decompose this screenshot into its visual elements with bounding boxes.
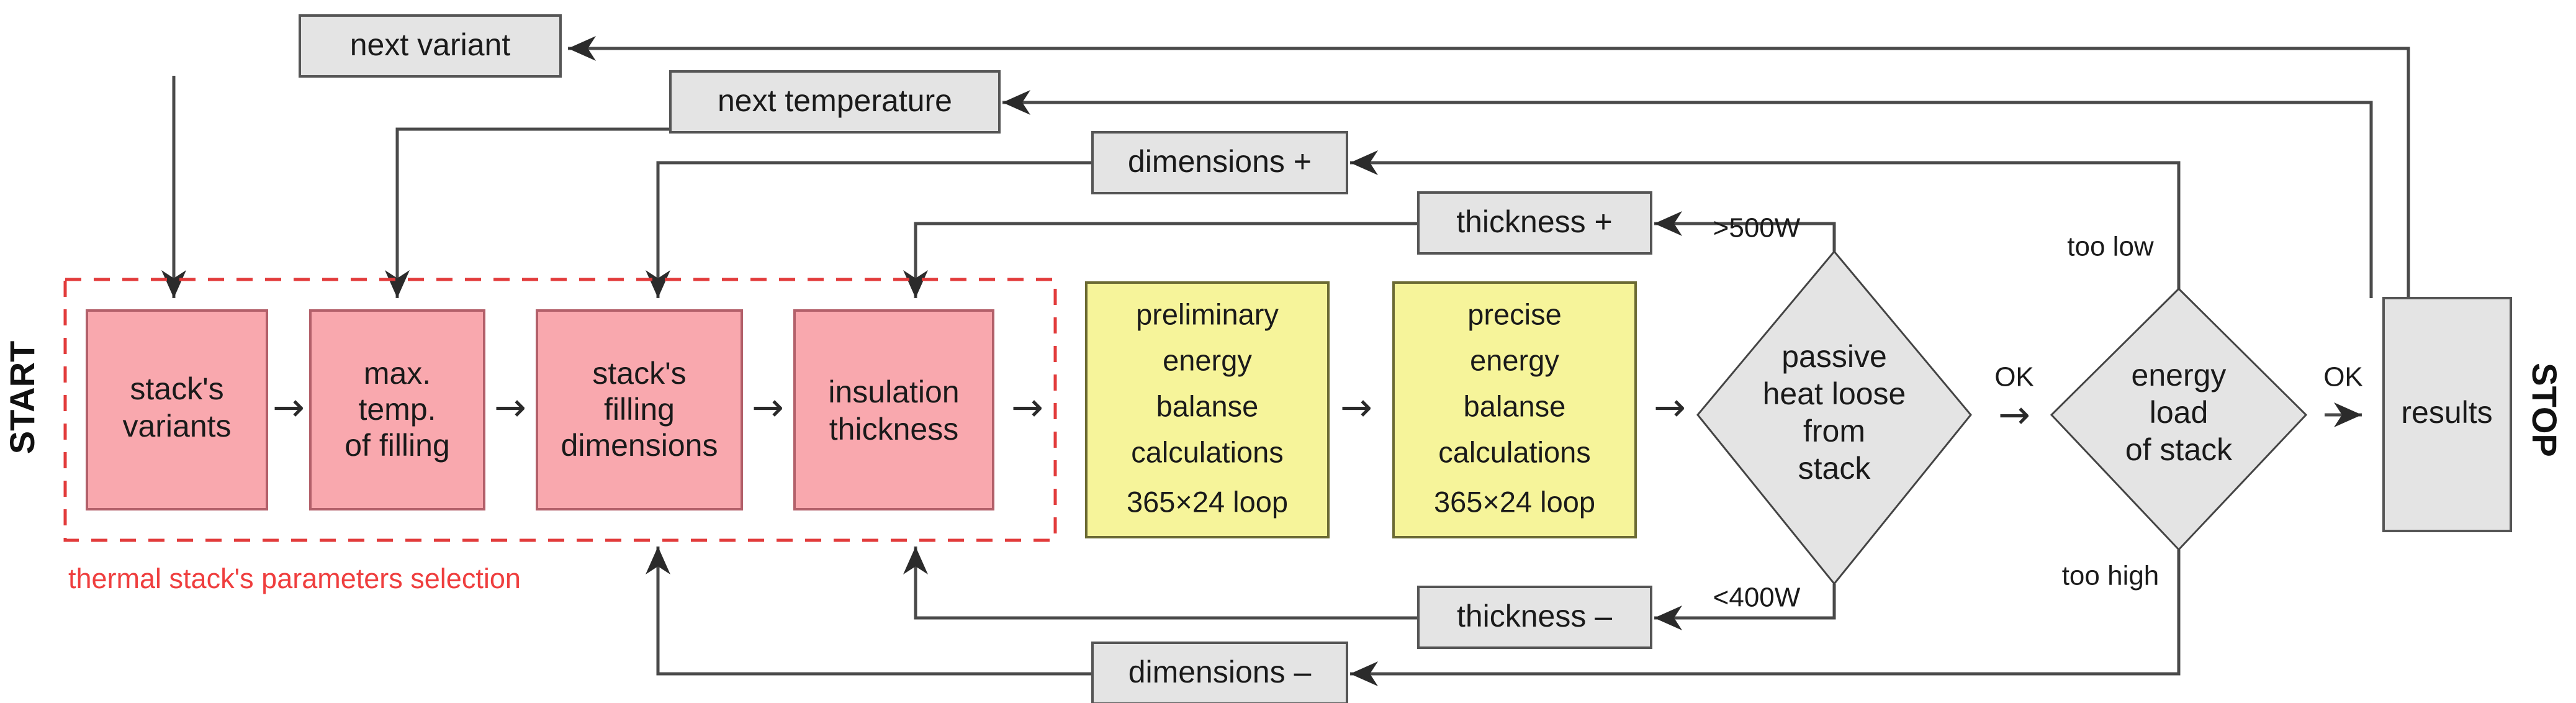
node-max-temp-line-0: max. [364, 356, 431, 391]
chain-arrow-2: → [494, 384, 526, 430]
feedback-label-thickness-plus: thickness + [1456, 204, 1613, 239]
edge-label-under-400w: <400W [1713, 583, 1801, 613]
node-energy-load-line-2: of stack [2125, 432, 2233, 467]
node-precise-line-3: calculations [1438, 435, 1591, 468]
group-box-label: thermal stack's parameters selection [68, 563, 521, 594]
edge-next-temperature-to-max-temp [385, 127, 670, 298]
node-preliminary-energy-balanse[interactable]: preliminary energy balanse calculations … [1085, 281, 1330, 538]
feedback-node-thickness-plus[interactable]: thickness + [1417, 191, 1652, 255]
node-precise-line-4: 365×24 loop [1434, 485, 1595, 518]
node-insulation-line-1: thickness [829, 412, 958, 447]
edge-thickness-plus-to-insulation-thickness [903, 222, 1418, 298]
node-filling-dim-line-1: filling [604, 392, 675, 427]
node-prelim-line-4: 365×24 loop [1127, 485, 1288, 518]
node-prelim-line-0: preliminary [1136, 297, 1279, 330]
terminal-stop: STOP [2525, 363, 2564, 456]
node-stacks-variants-line-0: stack's [130, 371, 223, 406]
node-energy-load-line-1: load [2150, 395, 2209, 430]
node-precise-line-1: energy [1470, 343, 1559, 376]
node-prelim-line-2: balanse [1156, 389, 1259, 422]
node-stacks-filling-dimensions[interactable]: stack's filling dimensions [536, 309, 743, 510]
node-results[interactable]: results [2382, 297, 2512, 532]
feedback-label-next-temperature: next temperature [718, 83, 952, 118]
feedback-node-thickness-minus[interactable]: thickness – [1417, 586, 1652, 649]
feedback-label-next-variant: next variant [350, 27, 511, 62]
edge-under400w-to-thickness-minus [1654, 584, 1836, 630]
chain-arrow-6: → [1654, 384, 1686, 430]
node-max-temp-line-1: temp. [358, 392, 436, 427]
edge-label-too-high: too high [2062, 561, 2159, 591]
node-passive-line-2: from [1803, 414, 1865, 448]
connector-lines [161, 36, 2410, 686]
chain-arrow-7: → [1998, 392, 2030, 437]
node-max-temp-line-2: of filling [345, 428, 450, 463]
feedback-node-next-variant[interactable]: next variant [299, 14, 562, 78]
edge-dimensions-minus-to-filling-dimensions [646, 547, 1092, 676]
node-filling-dim-line-2: dimensions [561, 428, 718, 463]
edge-too-high-to-dimensions-minus [1350, 550, 2181, 686]
node-precise-line-0: precise [1467, 297, 1562, 330]
feedback-node-next-temperature[interactable]: next temperature [669, 70, 1001, 134]
edge-label-over-500w: >500W [1713, 213, 1801, 243]
node-results-label: results [2401, 395, 2492, 430]
chain-arrow-4: → [1011, 384, 1043, 430]
node-prelim-line-1: energy [1163, 343, 1252, 376]
node-energy-load-of-stack[interactable]: energy load of stack [2050, 287, 2308, 551]
terminal-start: START [2, 341, 42, 455]
feedback-label-thickness-minus: thickness – [1457, 599, 1612, 633]
node-passive-line-1: heat loose [1763, 376, 1906, 411]
node-passive-heat-loose-from-stack[interactable]: passive heat loose from stack [1696, 250, 1972, 586]
node-filling-dim-line-0: stack's [592, 356, 686, 391]
node-energy-load-line-0: energy [2132, 358, 2227, 392]
node-passive-line-3: stack [1798, 451, 1871, 486]
edge-dimensions-plus-to-filling-dimensions [646, 161, 1092, 298]
node-stacks-variants-line-1: variants [122, 409, 231, 443]
chain-arrow-3: → [752, 384, 784, 430]
feedback-node-dimensions-plus[interactable]: dimensions + [1091, 131, 1348, 194]
edge-results-to-next-temperature [1002, 90, 2373, 298]
node-precise-line-2: balanse [1464, 389, 1566, 422]
node-max-temp-of-filling[interactable]: max. temp. of filling [309, 309, 485, 510]
chain-arrow-5: → [1340, 384, 1372, 430]
edge-over500w-to-thickness-plus [1654, 211, 1836, 252]
node-passive-line-0: passive [1781, 339, 1887, 374]
node-prelim-line-3: calculations [1131, 435, 1284, 468]
feedback-label-dimensions-minus: dimensions – [1128, 655, 1312, 689]
edge-results-to-next-variant [568, 36, 2410, 298]
group-box-thermal-stack-parameters [63, 278, 1057, 542]
edge-label-ok-2: OK [2323, 362, 2363, 392]
edge-too-low-to-dimensions-plus [1350, 150, 2181, 289]
node-insulation-thickness[interactable]: insulation thickness [793, 309, 994, 510]
node-precise-energy-balanse[interactable]: precise energy balanse calculations 365×… [1392, 281, 1637, 538]
feedback-node-dimensions-minus[interactable]: dimensions – [1091, 642, 1348, 703]
node-insulation-line-0: insulation [828, 374, 959, 409]
chain-arrow-1: → [272, 384, 305, 430]
edge-label-ok-1: OK [1994, 362, 2034, 392]
node-stacks-variants[interactable]: stack's variants [86, 309, 268, 510]
edge-label-too-low: too low [2067, 232, 2154, 262]
feedback-label-dimensions-plus: dimensions + [1128, 144, 1312, 179]
edge-thickness-minus-to-insulation-thickness [903, 547, 1418, 620]
